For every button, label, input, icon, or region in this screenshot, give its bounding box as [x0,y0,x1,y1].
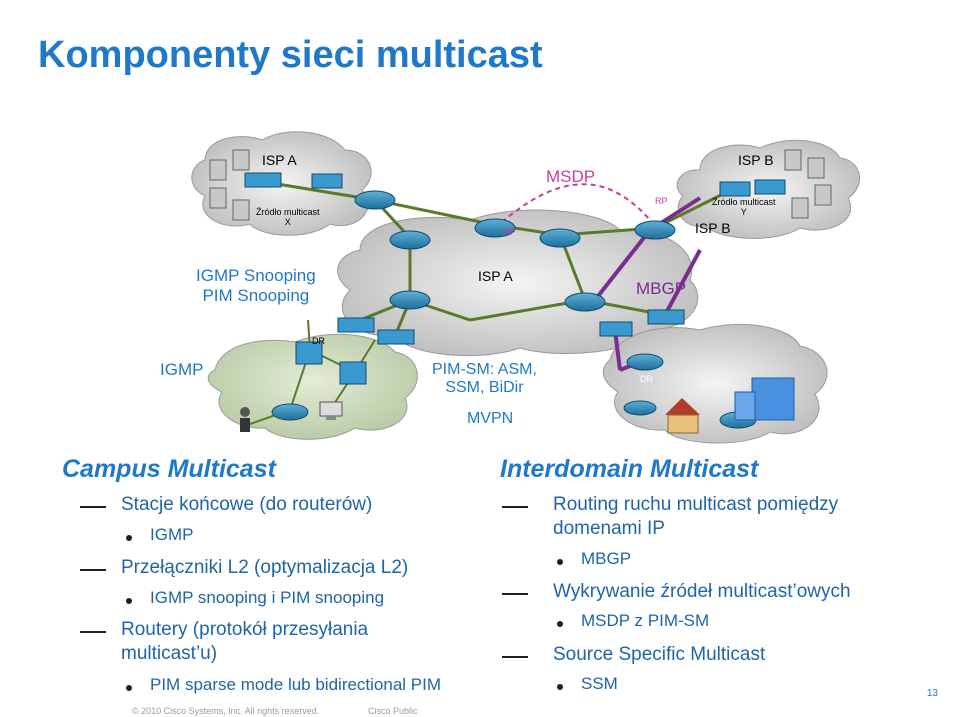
label-rp-right: RP [655,196,668,206]
label-source-y: Źródło multicast Y [712,197,776,217]
bullet-marker [557,621,563,627]
interdomain-sub-2: MSDP z PIM-SM [581,611,710,630]
dash-marker [80,506,106,508]
interdomain-item-2: Wykrywanie źródeł multicast’owych [553,581,851,602]
dash-marker [502,506,528,508]
label-source-x-line1: Źródło multicast [256,207,320,217]
campus-item-1: Stacje końcowe (do routerów) [121,494,373,515]
label-isp-a-mid: ISP A [478,268,513,284]
campus-item-3-cont: multicast’u) [121,643,218,664]
interdomain-sub-1: MBGP [581,549,632,568]
dash-marker [80,569,106,571]
footer-copyright: © 2010 Cisco Systems, Inc. All rights re… [132,706,320,716]
campus-sub-1: IGMP [150,525,194,544]
label-isp-b-top: ISP B [738,152,774,168]
label-pim-snooping: PIM Snooping [202,286,310,305]
bullet-marker [126,598,132,604]
campus-sub-2: IGMP snooping i PIM snooping [150,588,385,607]
interdomain-item-3: Source Specific Multicast [553,644,766,665]
label-source-x-line2: X [284,217,291,227]
bullet-marker [557,559,563,565]
label-mvpn: MVPN [467,410,514,427]
label-dr-right: DR [640,374,653,384]
label-source-x: Źródło multicast X [256,207,320,227]
dash-marker [80,631,106,633]
campus-heading: Campus Multicast [62,455,276,483]
footer-classification: Cisco Public [368,706,418,716]
label-source-y-line2: Y [740,207,747,217]
bullet-marker [557,684,563,690]
label-msdp: MSDP [546,167,596,186]
bullet-marker [126,685,132,691]
label-pim: PIM-SM: ASM, SSM, BiDir [432,361,537,397]
label-pim-sm: PIM-SM: ASM, [432,361,537,378]
campus-sub-3: PIM sparse mode lub bidirectional PIM [150,675,442,694]
label-dr-top: DR [365,211,378,221]
label-isp-b-bottom: ISP B [695,220,731,236]
msdp-link [494,183,656,229]
label-igmp-snooping: IGMP Snooping [196,266,316,285]
label-pim-modes: SSM, BiDir [445,379,524,396]
campus-item-2: Przełączniki L2 (optymalizacja L2) [121,557,409,578]
host-icons [240,401,343,432]
page-number: 13 [926,688,938,699]
label-isp-a-top: ISP A [262,152,297,168]
router-icons [271,190,757,429]
switch-icons [244,172,786,385]
interdomain-sub-3: SSM [581,674,618,693]
bullet-marker [126,535,132,541]
label-igmp: IGMP [160,360,204,379]
label-mbgp: MBGP [636,279,687,298]
label-snooping: IGMP Snooping PIM Snooping [196,266,316,306]
interdomain-item-1-cont: domenami IP [553,518,665,539]
label-dr-campus: DR [312,336,325,346]
slide-title: Komponenty sieci multicast [38,34,543,76]
campus-cloud [207,333,418,440]
server-icons [209,149,832,221]
label-source-y-line1: Źródło multicast [712,197,776,207]
campus-item-3: Routery (protokół przesyłania [121,619,369,640]
building-icons [665,377,795,434]
interdomain-heading: Interdomain Multicast [500,455,759,483]
interdomain-item-1: Routing ruchu multicast pomiędzy [553,494,839,515]
label-rp-left: RP [503,227,516,237]
dash-marker [502,593,528,595]
dash-marker [502,656,528,658]
network-diagram [191,131,860,444]
